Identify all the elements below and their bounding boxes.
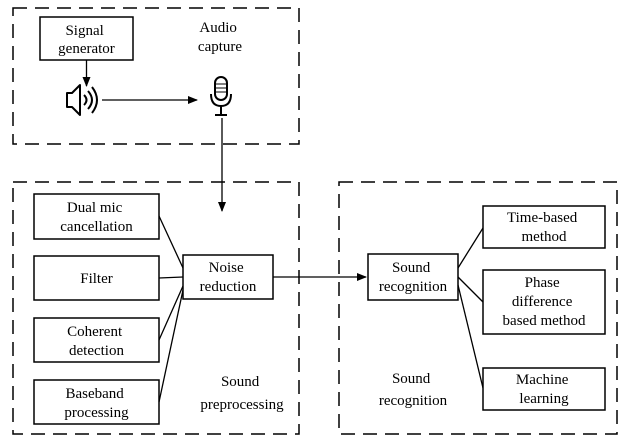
noise-reduction-box: [182, 254, 274, 300]
noise-reduction-label: Noise reduction: [200, 260, 257, 295]
speaker-icon: [66, 84, 98, 116]
machine-learning-connector: [457, 284, 484, 389]
time-based-method-box: [482, 205, 606, 249]
sound-preprocessing-group: [12, 181, 300, 435]
time-based-connector: [457, 227, 484, 269]
filter-box: [33, 255, 160, 301]
sound-preprocessing-label: Sound preprocessing: [200, 374, 284, 413]
sound-recognition-box: [367, 253, 459, 301]
baseband-processing-label: Baseband processing: [64, 386, 129, 421]
microphone-icon: [210, 76, 232, 116]
dual-mic-cancellation-box: [33, 193, 160, 240]
audio-capture-group: [12, 7, 300, 145]
coherent-connector: [158, 285, 184, 341]
phase-difference-method-label: Phase difference based method: [503, 275, 586, 329]
sound-recognition-group: [338, 181, 618, 435]
baseband-connector: [158, 289, 184, 403]
coherent-detection-box: [33, 317, 160, 363]
filter-connector: [158, 276, 184, 279]
coherent-detection-label: Coherent detection: [67, 324, 126, 359]
dual-mic-connector: [158, 215, 184, 269]
dual-mic-cancellation-label: Dual mic cancellation: [60, 200, 133, 235]
sound-recognition-label: Sound recognition: [379, 371, 448, 409]
signal-generator-label: Signal generator: [58, 23, 115, 57]
time-based-method-label: Time-based method: [507, 210, 581, 245]
sound-recognition-box-label: Sound recognition: [379, 260, 448, 295]
machine-learning-label: Machine learning: [516, 372, 572, 407]
machine-learning-box: [482, 367, 606, 411]
audio-capture-label: Audio capture: [198, 20, 242, 55]
signal-generator-box: [39, 16, 134, 61]
filter-label: Filter: [80, 271, 113, 287]
phase-difference-method-box: [482, 269, 606, 335]
phase-difference-connector: [457, 276, 484, 303]
